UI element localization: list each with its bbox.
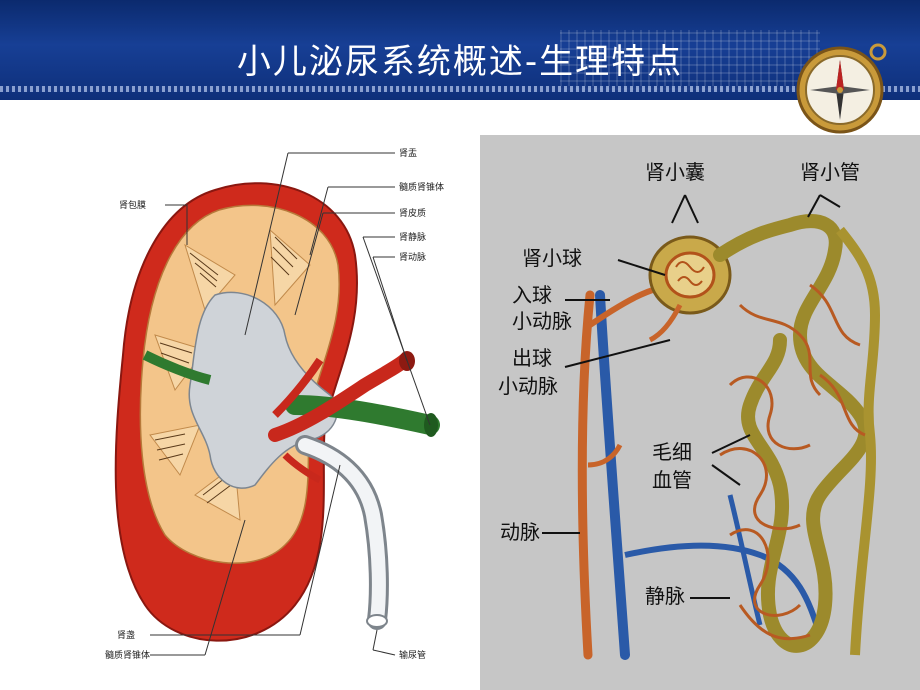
capillary-network xyxy=(719,283,866,641)
renal-artery xyxy=(268,353,412,442)
label-ureter: 输尿管 xyxy=(399,649,426,661)
nephron-leader-lines xyxy=(542,194,841,599)
label-renal-artery: 肾动脉 xyxy=(399,251,426,263)
label-afferent-line-2: 小动脉 xyxy=(512,309,572,333)
renal-tubule xyxy=(713,214,873,653)
glomerulus xyxy=(664,251,716,299)
header-dotted-strip xyxy=(0,86,920,92)
label-renal-calyx: 肾盏 xyxy=(117,629,135,641)
label-vein: 静脉 xyxy=(645,584,685,608)
nephron-diagram: 肾小囊 肾小管 肾小球 入球 小动脉 出球 小动脉 毛细 血管 动脉 静脉 xyxy=(480,135,920,690)
label-efferent-line-2: 小动脉 xyxy=(498,374,558,398)
compass-icon xyxy=(796,43,887,134)
leader-lines xyxy=(150,152,431,656)
header-grid-pattern xyxy=(560,30,820,90)
slide-title: 小儿泌尿系统概述-生理特点 xyxy=(236,42,684,82)
kidney-cross-section-diagram: 肾盂 髓质肾锥体 肾皮质 肾静脉 肾动脉 肾包膜 肾盏 髓质肾锥体 输尿管 xyxy=(105,148,444,661)
label-renal-cortex: 肾皮质 xyxy=(399,207,426,219)
label-medullary-pyramid-top: 髓质肾锥体 xyxy=(399,181,444,193)
label-renal-pelvis-top: 肾盂 xyxy=(399,148,417,159)
artery-vessel xyxy=(577,290,595,660)
efferent-arteriole xyxy=(648,303,683,343)
label-artery: 动脉 xyxy=(500,520,540,544)
label-efferent-line-1: 出球 xyxy=(512,346,552,370)
label-afferent-line-1: 入球 xyxy=(512,283,552,307)
label-capillary-line-1: 毛细 xyxy=(652,440,692,464)
slide-header: 小儿泌尿系统概述-生理特点 xyxy=(0,0,920,100)
renal-vein xyxy=(285,395,440,435)
label-renal-vein: 肾静脉 xyxy=(399,231,426,243)
label-medullary-pyramid-bottom: 髓质肾锥体 xyxy=(105,649,150,661)
label-renal-tubule: 肾小管 xyxy=(800,160,860,184)
label-capillary-line-2: 血管 xyxy=(652,468,692,492)
label-renal-capsule: 肾包膜 xyxy=(119,199,146,211)
label-glomerulus: 肾小球 xyxy=(522,246,582,270)
label-bowman-capsule: 肾小囊 xyxy=(645,160,705,184)
